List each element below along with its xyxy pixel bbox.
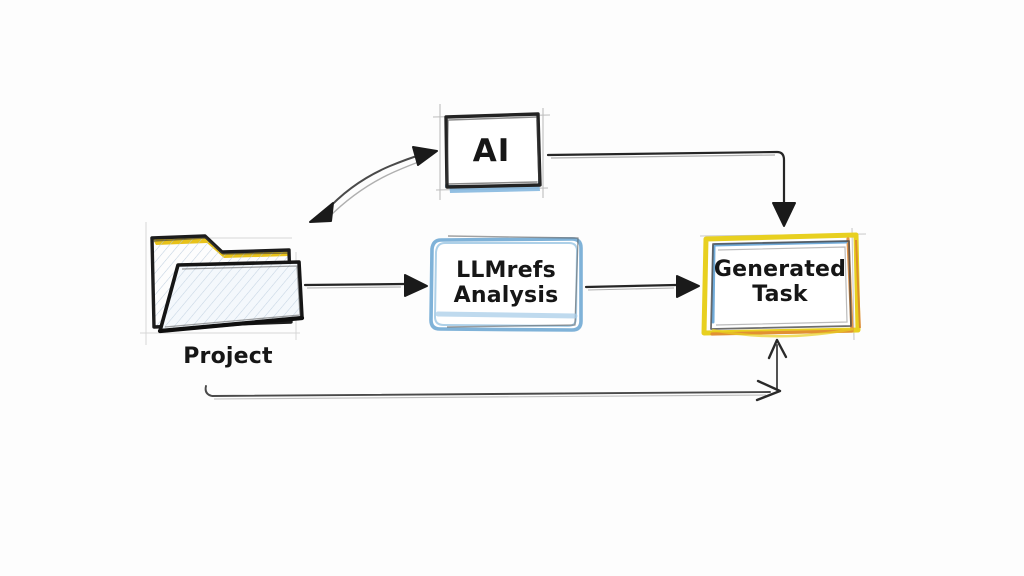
node-ai-box[interactable] xyxy=(432,104,551,200)
folder-back-outline-echo xyxy=(152,237,289,255)
ai-box-outline-echo xyxy=(446,116,540,185)
edge-ai-generated-arrowhead xyxy=(772,202,796,227)
llm-box-outline-blue-echo xyxy=(434,242,578,327)
llm-box-fill xyxy=(432,239,580,329)
gen-box-outline-orange-echo xyxy=(855,239,861,329)
llm-box-outline-blue xyxy=(429,237,583,332)
llm-box-outline-gray xyxy=(446,235,579,328)
edge-feedback-arrowhead-corner xyxy=(755,379,782,402)
edge-ai-generated-line-echo xyxy=(550,154,776,159)
ai-box-fill xyxy=(446,116,538,185)
folder-back-outline xyxy=(150,234,293,329)
folder-front-outline-echo xyxy=(164,265,301,328)
llm-box-bottom-band xyxy=(435,311,578,319)
node-generated-task-box[interactable] xyxy=(699,227,867,341)
node-llmrefs-box[interactable] xyxy=(429,235,583,332)
edge-project-ai-arrowhead-end xyxy=(412,146,438,166)
edge-project-llmrefs-arrowhead xyxy=(404,274,428,297)
edge-ai-generated[interactable] xyxy=(546,150,796,227)
edge-llmrefs-generated[interactable] xyxy=(584,275,700,298)
edge-feedback-arrowhead-up xyxy=(767,338,788,360)
edge-llmrefs-generated-arrowhead xyxy=(676,275,700,298)
gen-box-bottom-sweep xyxy=(711,327,854,338)
gen-box-outline-yellow xyxy=(701,232,861,336)
edge-feedback-bottom-echo xyxy=(213,394,767,400)
node-project-folder[interactable] xyxy=(140,222,305,345)
gen-box-outline-blue xyxy=(711,240,848,324)
edge-ai-generated-line xyxy=(546,150,786,204)
edge-project-ai-line-echo xyxy=(327,159,425,219)
gen-box-fill xyxy=(706,238,854,328)
edge-project-llmrefs-line-echo xyxy=(306,286,402,289)
gen-box-outline-dark-echo xyxy=(715,246,848,326)
edge-project-ai-line xyxy=(324,153,424,213)
edge-llmrefs-generated-line-echo xyxy=(587,287,675,291)
folder-bottom-shadow xyxy=(157,315,305,334)
gen-box-outline-dark xyxy=(710,240,852,330)
folder-front-hatch xyxy=(160,262,302,331)
edge-feedback-loop[interactable] xyxy=(204,338,788,402)
edge-project-ai[interactable] xyxy=(309,146,438,223)
edge-llmrefs-generated-line xyxy=(584,283,678,289)
edge-project-llmrefs-line xyxy=(303,282,406,287)
edge-feedback-bottom-line xyxy=(204,385,771,397)
edge-project-llmrefs[interactable] xyxy=(303,274,428,297)
edge-project-ai-arrowhead-start xyxy=(309,202,334,223)
